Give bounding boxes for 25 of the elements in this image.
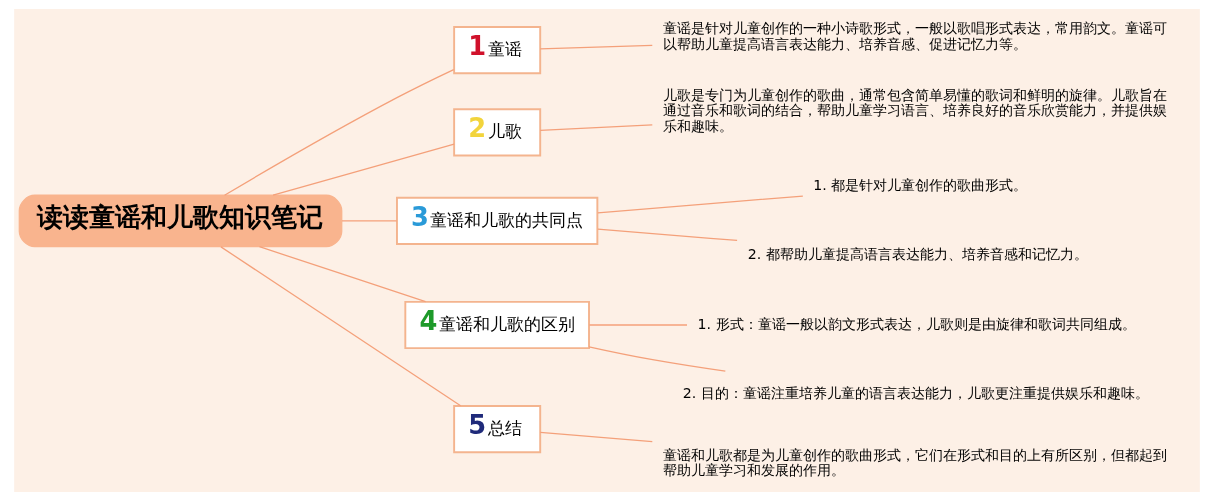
connector: [588, 323, 688, 326]
node-box: 5总结: [452, 404, 541, 453]
node-text: 童谣和儿歌都是为儿童创作的歌曲形式，它们在形式和目的上有所区别，但都起到帮助儿童学习和发展的作用。: [662, 446, 1167, 478]
connector: [539, 123, 653, 131]
connector: [258, 245, 426, 302]
connector: [219, 245, 461, 406]
node-text: 1. 都是针对儿童创作的歌曲形式。: [812, 176, 1027, 193]
node-box: 2 儿歌: [452, 107, 541, 156]
node-box: 3童谣和儿歌的共同点: [395, 196, 598, 245]
node-text: 2. 目的：童谣注重培养儿童的语言表达能力，儿歌更注重提供娱乐和趣味。: [682, 384, 1149, 401]
connector: [223, 68, 454, 196]
connector: [340, 219, 397, 222]
node-text: 1. 形式：童谣一般以韵文形式表达，儿歌则是由旋律和歌词共同组成。: [697, 315, 1136, 332]
connector: [587, 345, 726, 372]
connector: [539, 431, 653, 442]
node-box: 读读童谣和儿歌知识笔记: [18, 194, 342, 247]
connector: [596, 194, 803, 213]
node-text: 儿歌是专门为儿童创作的歌曲，通常包含简单易懂的歌词和鲜明的旋律。儿歌旨在通过音乐和歌词的结合，帮助儿童学习语言、培养良好的音乐欣赏能力，并提供娱乐和趣味。: [662, 86, 1167, 134]
connector: [271, 142, 455, 196]
node-box: 4童谣和儿歌的区别: [403, 300, 590, 349]
connector: [539, 44, 653, 49]
connector: [596, 227, 738, 241]
node-text: 童谣是针对儿童创作的一种小诗歌形式，一般以歌唱形式表达，常用韵文。童谣可以帮助儿童提高语言表达能力、培养音感、促进记忆力等。: [662, 19, 1167, 52]
node-text: 2. 都帮助儿童提高语言表达能力、培养音感和记忆力。: [747, 245, 1088, 262]
node-box: 1童谣: [452, 25, 541, 74]
